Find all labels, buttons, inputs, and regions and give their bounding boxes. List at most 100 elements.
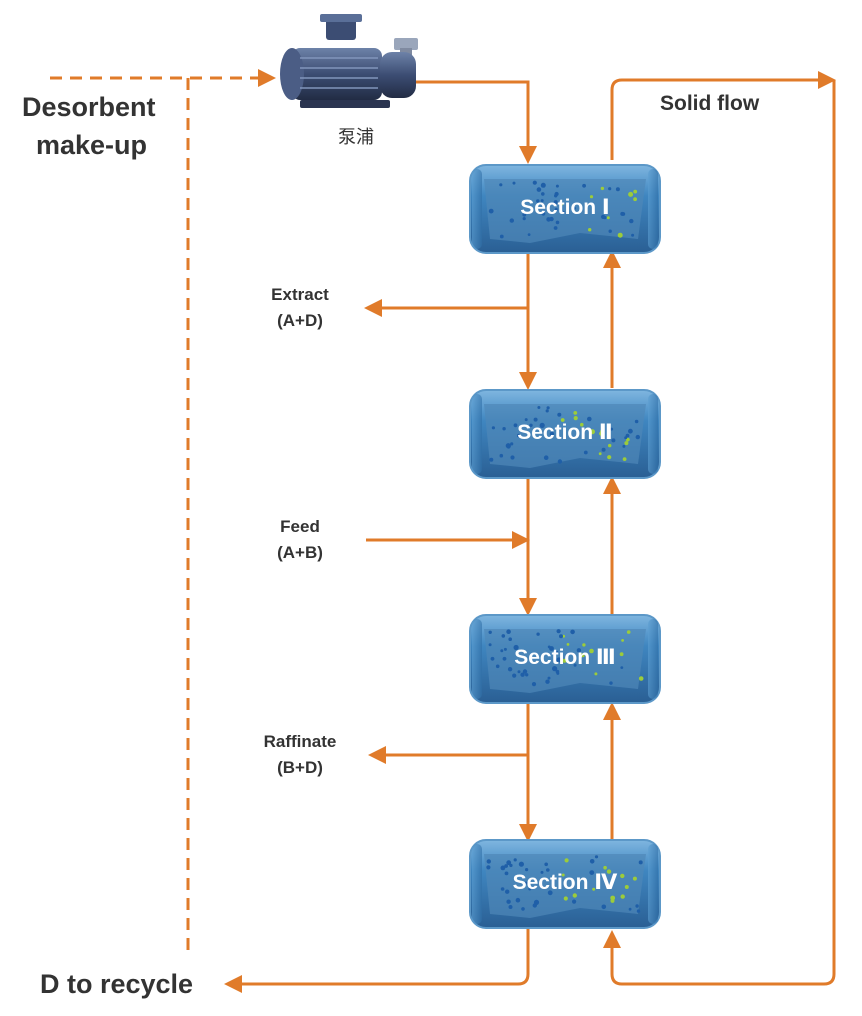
adsorbent-particle <box>609 681 613 685</box>
adsorbent-particle <box>555 220 560 225</box>
section-label-4: Section Ⅳ <box>513 871 618 894</box>
adsorbent-particle <box>512 673 517 678</box>
adsorbent-particle <box>533 417 538 422</box>
adsorbent-particle <box>520 672 525 677</box>
adsorbent-particle <box>506 860 512 866</box>
adsorbent-particle <box>594 855 599 859</box>
adsorbent-particle <box>525 673 529 677</box>
adsorbent-particle <box>601 904 607 910</box>
adsorbent-particle <box>544 862 548 867</box>
adsorbent-particle <box>608 229 612 233</box>
adsorbent-particle <box>638 860 643 865</box>
adsorbent-particle <box>517 670 521 674</box>
adsorbent-particle <box>504 864 508 868</box>
adsorbent-particle <box>547 890 553 896</box>
solid-flow-label: Solid flow <box>660 92 760 115</box>
column-end-cap-left <box>472 394 482 474</box>
adsorbent-particle <box>559 634 563 639</box>
extract-label-line2: (A+D) <box>277 311 323 330</box>
adsorbent-particle <box>561 873 565 877</box>
solid-flow-return-loop <box>610 71 836 160</box>
adsorbent-particle <box>560 202 563 206</box>
adsorbent-particle <box>540 182 546 188</box>
adsorbent-particle <box>582 183 586 188</box>
adsorbent-particle <box>606 216 610 220</box>
adsorbent-particle <box>573 411 578 415</box>
section-column-4: Section Ⅳ <box>469 839 661 929</box>
adsorbent-particle <box>517 433 521 438</box>
column-end-cap-right <box>648 169 658 249</box>
adsorbent-particle <box>508 905 513 909</box>
adsorbent-particle <box>600 186 605 191</box>
adsorbent-particle <box>617 232 623 238</box>
adsorbent-particle <box>632 876 637 881</box>
adsorbent-particle <box>546 217 551 222</box>
adsorbent-particle <box>606 869 612 874</box>
adsorbent-particle <box>504 871 509 876</box>
adsorbent-particle <box>524 881 528 885</box>
adsorbent-particle <box>620 666 624 669</box>
adsorbent-particle <box>638 676 644 681</box>
raffinate-label-line2: (B+D) <box>277 758 323 777</box>
adsorbent-particle <box>572 893 577 898</box>
adsorbent-particle <box>500 865 506 871</box>
column-end-cap-right <box>648 844 658 924</box>
feed-label-line2: (A+B) <box>277 543 323 562</box>
adsorbent-particle <box>529 206 533 210</box>
adsorbent-particle <box>522 212 527 217</box>
adsorbent-particle <box>553 226 558 230</box>
adsorbent-particle <box>620 894 625 899</box>
adsorbent-particle <box>572 899 577 904</box>
column-end-cap-left <box>472 169 482 249</box>
adsorbent-particle <box>624 436 628 440</box>
adsorbent-particle <box>488 630 492 634</box>
adsorbent-particle <box>557 459 563 464</box>
adsorbent-particle <box>509 218 514 223</box>
adsorbent-particle <box>506 899 511 904</box>
section-label-3: Section Ⅲ <box>514 646 616 669</box>
desorbent-label-line2: make-up <box>36 130 147 160</box>
adsorbent-particle <box>620 873 625 879</box>
adsorbent-particle <box>633 189 638 194</box>
adsorbent-particle <box>486 859 491 864</box>
adsorbent-particle <box>491 426 495 430</box>
adsorbent-particle <box>601 447 606 452</box>
adsorbent-particle <box>636 909 641 913</box>
pump-label: 泵浦 <box>338 127 374 148</box>
adsorbent-particle <box>608 187 612 191</box>
adsorbent-particle <box>510 442 514 446</box>
section-label-2: Section Ⅱ <box>517 421 613 444</box>
adsorbent-particle <box>554 194 558 198</box>
feed-label-line1: Feed <box>280 517 320 536</box>
adsorbent-particle <box>515 897 521 903</box>
adsorbent-particle <box>499 183 503 187</box>
adsorbent-particle <box>635 434 640 440</box>
adsorbent-particle <box>555 184 559 188</box>
packed-bed <box>484 179 646 243</box>
adsorbent-particle <box>564 858 569 863</box>
column-end-cap-right <box>648 394 658 474</box>
adsorbent-particle <box>525 868 529 872</box>
adsorbent-particle <box>545 679 550 684</box>
adsorbent-particle <box>555 669 560 674</box>
adsorbent-particle <box>589 870 595 875</box>
adsorbent-particle <box>528 887 532 891</box>
adsorbent-particle <box>625 433 630 438</box>
adsorbent-particle <box>506 629 511 634</box>
adsorbent-particle <box>589 195 594 199</box>
adsorbent-particle <box>543 455 549 461</box>
adsorbent-particle <box>562 210 565 214</box>
adsorbent-particle <box>560 418 565 422</box>
adsorbent-particle <box>537 406 541 409</box>
adsorbent-particle <box>573 663 577 667</box>
adsorbent-particle <box>553 200 558 205</box>
adsorbent-particle <box>582 643 586 647</box>
adsorbent-particle <box>628 191 634 197</box>
adsorbent-particle <box>576 648 582 653</box>
adsorbent-particle <box>540 199 544 203</box>
adsorbent-particle <box>507 667 513 672</box>
adsorbent-particle <box>628 907 632 911</box>
adsorbent-particle <box>513 858 517 862</box>
adsorbent-particle <box>500 887 505 891</box>
